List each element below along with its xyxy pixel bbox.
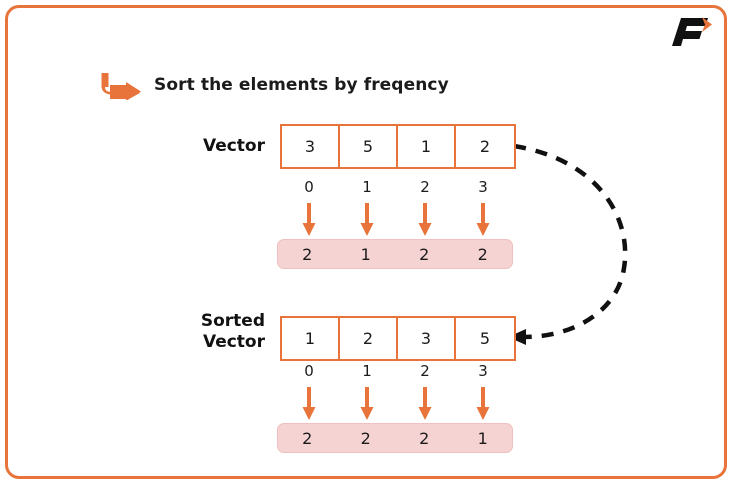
sorted-vector-index-row: 0 1 2 3 (280, 362, 512, 380)
frequency-value: 2 (302, 244, 313, 264)
brand-logo (664, 12, 714, 52)
arrow-cell (396, 387, 454, 421)
vector-index-row: 0 1 2 3 (280, 178, 512, 196)
down-arrow-icon (418, 387, 432, 420)
array-cell: 3 (282, 126, 340, 167)
vector-label: Vector (202, 136, 265, 156)
sorted-vector-arrow-row (280, 387, 512, 421)
index-label: 0 (304, 362, 314, 380)
index-label: 2 (420, 362, 430, 380)
arrow-cell (454, 387, 512, 421)
array-cell: 5 (340, 126, 398, 167)
logo-f-icon (672, 17, 712, 46)
down-arrow-icon (418, 203, 432, 236)
frequency-value: 2 (477, 244, 488, 264)
sorted-vector-array: 1 2 3 5 (280, 316, 516, 361)
array-cell: 1 (282, 318, 340, 359)
sorted-vector-label: Sorted Vector (200, 311, 265, 352)
frequency-value: 1 (360, 244, 371, 264)
array-cell: 3 (398, 318, 456, 359)
down-arrow-icon (360, 387, 374, 420)
index-label: 1 (362, 178, 372, 196)
title-row: Sort the elements by freqency (100, 70, 449, 100)
index-label: 3 (478, 178, 488, 196)
down-arrow-icon (302, 203, 316, 236)
down-arrow-icon (476, 203, 490, 236)
index-label: 2 (420, 178, 430, 196)
down-arrow-icon (476, 387, 490, 420)
array-cell: 5 (456, 318, 514, 359)
vector-arrow-row (280, 203, 512, 237)
frequency-value: 2 (360, 428, 371, 448)
arrow-cell (280, 203, 338, 237)
title-text: Sort the elements by freqency (154, 75, 449, 95)
array-cell: 1 (398, 126, 456, 167)
frequency-value: 2 (419, 428, 430, 448)
array-cell: 2 (340, 318, 398, 359)
down-arrow-icon (360, 203, 374, 236)
frequency-value: 2 (419, 244, 430, 264)
arrow-cell (396, 203, 454, 237)
turn-right-arrow-icon (101, 73, 141, 100)
arrow-cell (338, 203, 396, 237)
vector-array: 3 5 1 2 (280, 124, 516, 169)
arrow-cell (454, 203, 512, 237)
arrow-cell (338, 387, 396, 421)
vector-frequency-bar: 2 1 2 2 (277, 239, 513, 269)
index-label: 1 (362, 362, 372, 380)
index-label: 0 (304, 178, 314, 196)
sorted-vector-frequency-bar: 2 2 2 1 (277, 423, 513, 453)
frequency-value: 1 (477, 428, 488, 448)
down-arrow-icon (302, 387, 316, 420)
index-label: 3 (478, 362, 488, 380)
arrow-cell (280, 387, 338, 421)
array-cell: 2 (456, 126, 514, 167)
frequency-value: 2 (302, 428, 313, 448)
